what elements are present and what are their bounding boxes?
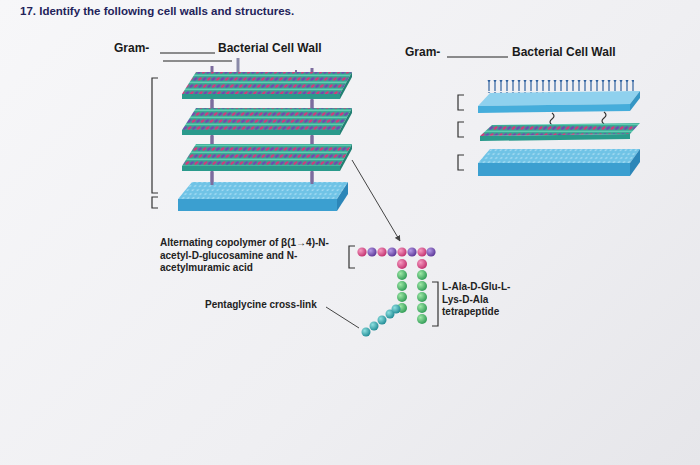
gram-label: Gram- [114, 41, 149, 55]
tetrapeptide-label: L-Ala-D-Glu-L-Lys-D-Ala tetrapeptide [442, 281, 520, 319]
title-holder: 17. Identify the following cell walls an… [20, 5, 294, 17]
copolymer-label: Alternating copolymer of β(1→4)-N-acetyl… [160, 237, 342, 275]
gram-label: Gram- [405, 45, 440, 59]
question-title: 17. Identify the following cell walls an… [20, 5, 294, 17]
label-holder: L-Ala-D-Glu-L-Lys-D-Ala tetrapeptide [442, 281, 520, 319]
label-holder: Bacterial Cell Wall [512, 45, 616, 59]
label-holder: Pentaglycine cross-link [205, 299, 317, 312]
label-holder: Gram- [114, 41, 149, 55]
label-holder: Bacterial Cell Wall [218, 41, 322, 55]
crosslink-label: Pentaglycine cross-link [205, 299, 317, 312]
wall-heading: Bacterial Cell Wall [218, 41, 322, 55]
label-holder: Alternating copolymer of β(1→4)-N-acetyl… [160, 237, 342, 275]
wall-heading: Bacterial Cell Wall [512, 45, 616, 59]
label-holder: Gram- [405, 45, 440, 59]
